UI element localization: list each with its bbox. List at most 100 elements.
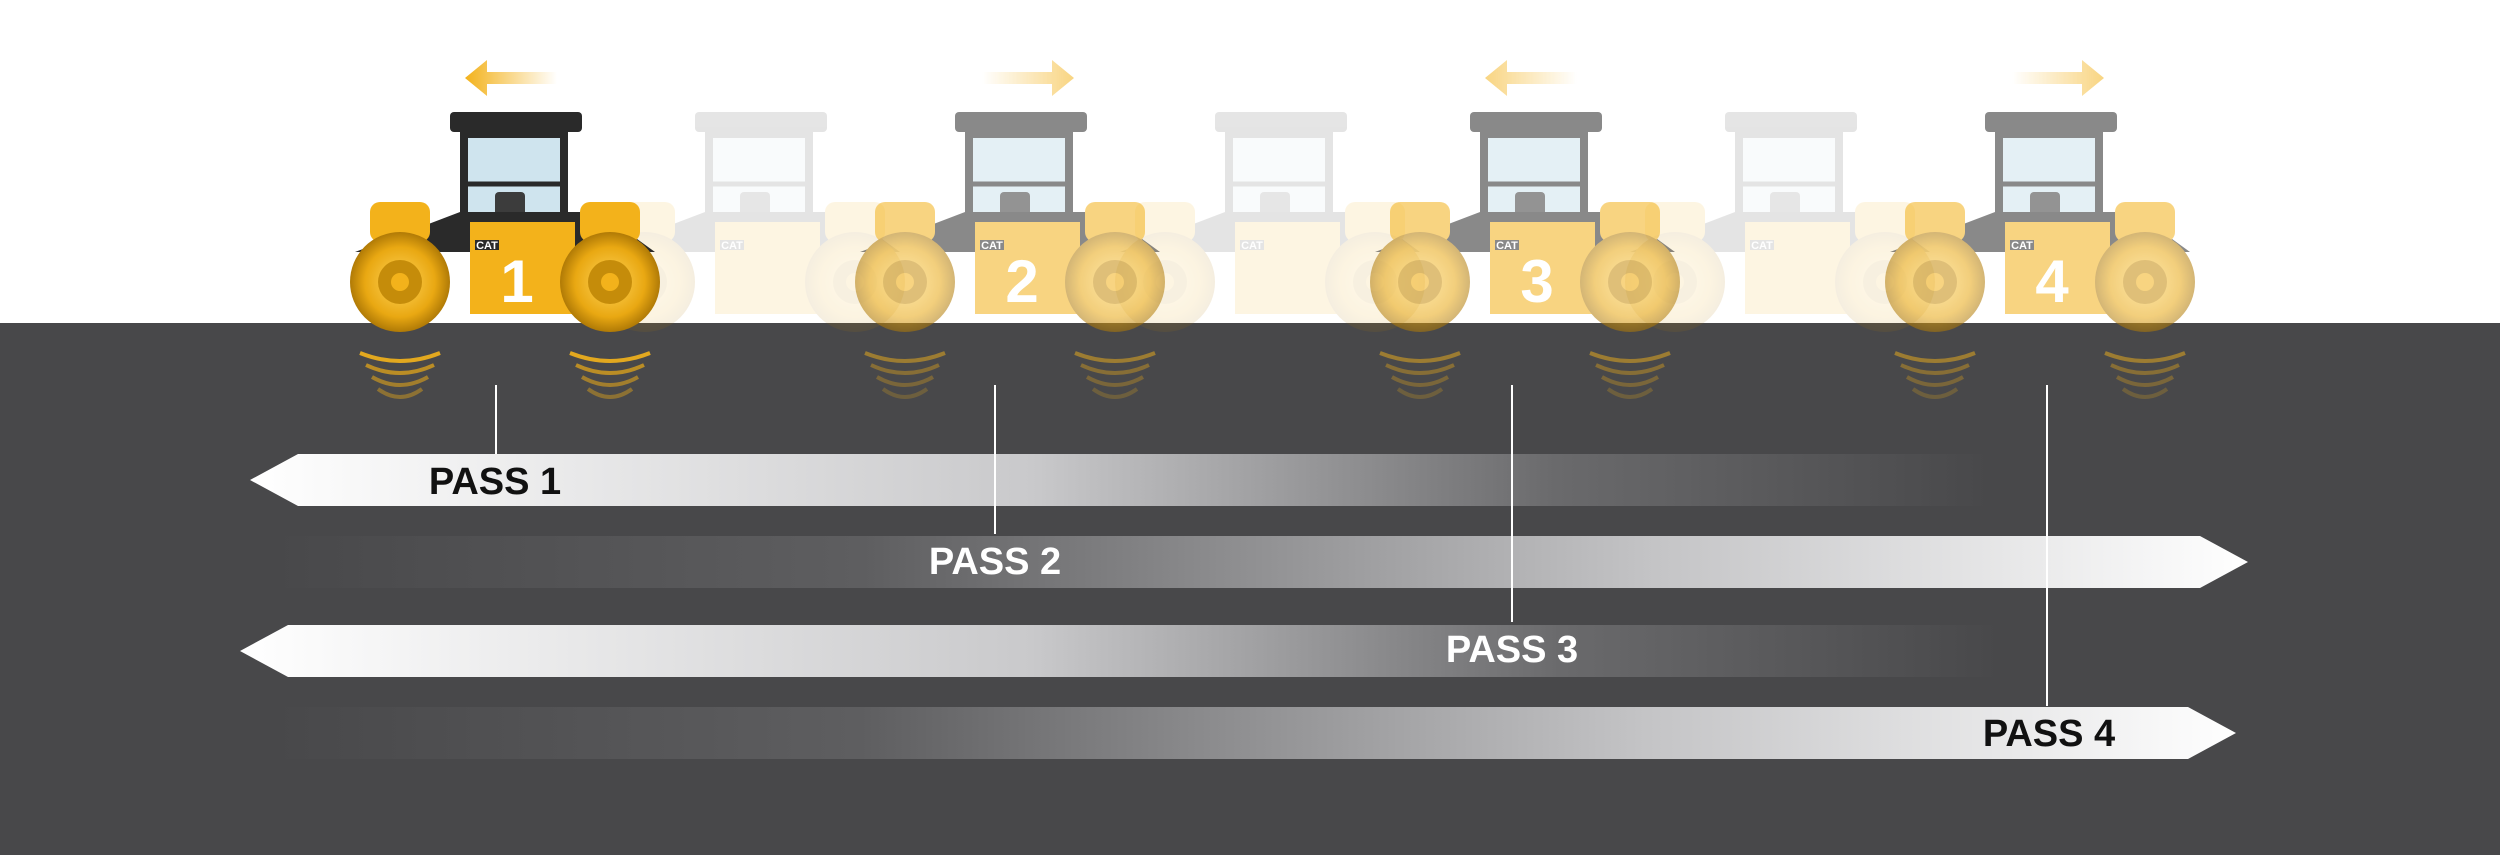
- cat-badge: [720, 240, 744, 250]
- drum-arm: [370, 202, 430, 242]
- vibration-wave: [1601, 375, 1659, 387]
- cat-badge: [980, 240, 1004, 250]
- drum-axle: [1621, 273, 1639, 291]
- chassis: [1235, 222, 1340, 314]
- drum-arm: [1085, 202, 1145, 242]
- pass-arrow-1: [250, 454, 1990, 506]
- cab-frame: [1735, 130, 1843, 235]
- cab-roof: [955, 112, 1087, 132]
- pass-label-2: PASS 2: [929, 541, 1061, 583]
- chassis: [1490, 222, 1595, 314]
- roller-number: 4: [2035, 248, 2069, 315]
- cab-roof: [1215, 112, 1347, 132]
- direction-arrow-icon: [2012, 60, 2104, 96]
- vibration-wave: [569, 351, 651, 363]
- cat-logo-text: CAT: [1241, 240, 1263, 252]
- vibration-wave: [1379, 351, 1461, 363]
- vibration-wave: [365, 363, 435, 375]
- chassis: [1745, 222, 1850, 314]
- cat-logo-text: CAT: [981, 240, 1003, 252]
- operator-seat: [1770, 192, 1800, 220]
- vibration-wave: [581, 375, 639, 387]
- vibration-wave: [2121, 387, 2169, 399]
- vibration-wave: [1894, 351, 1976, 363]
- drum-axle: [1106, 273, 1124, 291]
- cab-frame: [1225, 130, 1333, 235]
- vibration-wave: [586, 387, 634, 399]
- drum-axle: [1411, 273, 1429, 291]
- arrow-shape: [2012, 60, 2104, 96]
- cab-roof: [1985, 112, 2117, 132]
- vibration-wave: [1396, 387, 1444, 399]
- cab-roof: [1470, 112, 1602, 132]
- cab-roof: [695, 112, 827, 132]
- cab-glass: [1743, 138, 1835, 230]
- direction-arrow-icon: [465, 60, 557, 96]
- pass-arrow-3: [240, 625, 2000, 677]
- drum-arm: [1390, 202, 1450, 242]
- cab-glass: [713, 138, 805, 230]
- vibration-wave: [371, 375, 429, 387]
- pass-label-3: PASS 3: [1446, 629, 1578, 671]
- pass-arrow-4: [270, 707, 2236, 759]
- drum-arm: [1600, 202, 1660, 242]
- vibration-wave: [864, 351, 946, 363]
- drum-axle: [601, 273, 619, 291]
- vibration-wave: [881, 387, 929, 399]
- roller-number: 3: [1520, 248, 1553, 315]
- cat-badge: [2010, 240, 2034, 250]
- cat-logo-text: CAT: [1496, 240, 1518, 252]
- drum-arm: [875, 202, 935, 242]
- vibration-wave: [876, 375, 934, 387]
- operator-seat: [1260, 192, 1290, 220]
- chassis: [975, 222, 1080, 314]
- pass-label-1: PASS 1: [429, 461, 561, 503]
- cat-logo-text: CAT: [2011, 240, 2033, 252]
- pass-labels: PASS 1 PASS 2 PASS 3 PASS 4: [429, 461, 2115, 755]
- vibration-wave: [1595, 363, 1665, 375]
- vibration-wave: [2104, 351, 2186, 363]
- chassis: [470, 222, 575, 314]
- cab-frame: [705, 130, 813, 235]
- vibration-wave: [1385, 363, 1455, 375]
- cab-glass: [1233, 138, 1325, 230]
- asphalt-ground: [0, 323, 2500, 855]
- vibration-wave: [870, 363, 940, 375]
- vibration-wave: [2110, 363, 2180, 375]
- cat-logo-text: CAT: [721, 240, 743, 252]
- vibration-wave: [1091, 387, 1139, 399]
- vibration-wave: [1900, 363, 1970, 375]
- vibration-wave: [376, 387, 424, 399]
- vibration-wave: [1074, 351, 1156, 363]
- vibration-wave: [1906, 375, 1964, 387]
- operator-seat: [740, 192, 770, 220]
- vibration-wave: [1606, 387, 1654, 399]
- drum-arm: [2115, 202, 2175, 242]
- vibration-wave: [575, 363, 645, 375]
- arrow-shape: [1485, 60, 1577, 96]
- drum-axle: [2136, 273, 2154, 291]
- drum-arm: [1135, 202, 1195, 242]
- cat-badge: [475, 240, 499, 250]
- pass-arrow-2: [270, 536, 2248, 588]
- drum-axle: [391, 273, 409, 291]
- drum-axle: [1926, 273, 1944, 291]
- cat-logo-text: CAT: [476, 240, 498, 252]
- vibration-wave: [1589, 351, 1671, 363]
- cab-roof: [1725, 112, 1857, 132]
- drum-arm: [580, 202, 640, 242]
- pass-label-4: PASS 4: [1983, 713, 2115, 755]
- arrow-shape: [465, 60, 557, 96]
- pass-arrows: [240, 454, 2248, 759]
- drum-arm: [1855, 202, 1915, 242]
- cab-roof: [450, 112, 582, 132]
- vibration-wave: [1911, 387, 1959, 399]
- vibration-wave: [1391, 375, 1449, 387]
- vibration-wave: [1086, 375, 1144, 387]
